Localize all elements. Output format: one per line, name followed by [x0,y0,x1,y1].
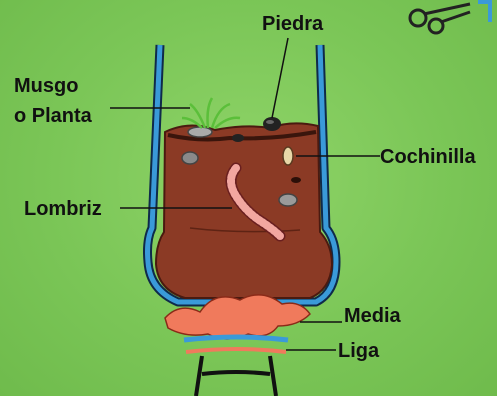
stone [188,127,212,137]
cochinilla-bug [283,147,293,165]
label-lombriz: Lombriz [24,198,102,220]
label-piedra: Piedra [262,13,324,35]
label-media: Media [344,305,402,327]
stone [279,194,297,206]
liga-band [184,337,288,352]
moss-plant [182,98,240,128]
label-cochinilla: Cochinilla [380,146,476,168]
bottle-neck [196,356,276,396]
stone [232,134,244,142]
label-musgo: Musgo [14,75,78,97]
scissors-icon [410,2,490,33]
piedra-stone [263,117,281,131]
stone [182,152,198,164]
label-liga: Liga [338,340,380,362]
label-o-planta: o Planta [14,105,93,127]
